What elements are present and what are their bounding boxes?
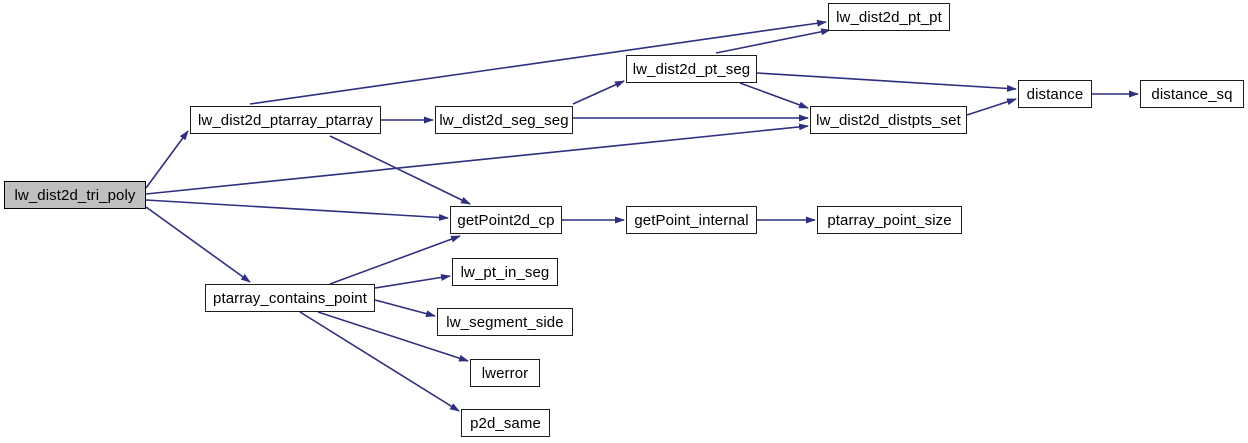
node-label-distance: distance (1026, 85, 1084, 103)
node-lw_dist2d_pt_seg[interactable]: lw_dist2d_pt_seg (626, 55, 757, 83)
node-label-lw_dist2d_pt_seg: lw_dist2d_pt_seg (632, 60, 751, 78)
node-label-lw_dist2d_ptarray_ptarray: lw_dist2d_ptarray_ptarray (197, 111, 374, 129)
edge-ptarray_contains_point-to-getPoint2d_cp (329, 235, 461, 285)
edge-lw_dist2d_pt_seg-to-lw_dist2d_distpts_set (739, 82, 809, 109)
node-label-ptarray_point_size: ptarray_point_size (827, 211, 952, 229)
node-label-lw_dist2d_seg_seg: lw_dist2d_seg_seg (439, 111, 569, 129)
node-label-getPoint_internal: getPoint_internal (634, 211, 749, 229)
edge-ptarray_contains_point-to-lw_pt_in_seg (374, 273, 451, 289)
edge-lw_dist2d_pt_seg-to-lw_dist2d_pt_pt (715, 28, 831, 54)
node-getPoint2d_cp[interactable]: getPoint2d_cp (450, 206, 562, 234)
node-label-ptarray_contains_point: ptarray_contains_point (213, 289, 367, 307)
node-label-lw_pt_in_seg: lw_pt_in_seg (460, 263, 550, 281)
node-lw_dist2d_ptarray_ptarray[interactable]: lw_dist2d_ptarray_ptarray (190, 106, 381, 134)
edge-lw_dist2d_tri_poly-to-lw_dist2d_distpts_set (145, 123, 809, 195)
node-label-p2d_same: p2d_same (470, 414, 541, 432)
node-label-lw_dist2d_tri_poly: lw_dist2d_tri_poly (14, 186, 136, 204)
node-label-distance_sq: distance_sq (1151, 85, 1233, 103)
node-label-getPoint2d_cp: getPoint2d_cp (457, 211, 555, 229)
edge-lw_dist2d_ptarray_ptarray-to-getPoint2d_cp (329, 135, 471, 205)
node-label-lw_segment_side: lw_segment_side (446, 313, 564, 331)
edge-lw_dist2d_tri_poly-to-ptarray_contains_point (145, 206, 251, 283)
node-distance[interactable]: distance (1018, 80, 1092, 108)
edge-ptarray_contains_point-to-p2d_same (299, 311, 460, 412)
node-getPoint_internal[interactable]: getPoint_internal (626, 206, 757, 234)
node-label-lwerror: lwerror (481, 364, 529, 382)
node-label-lw_dist2d_pt_pt: lw_dist2d_pt_pt (836, 8, 942, 26)
node-ptarray_point_size[interactable]: ptarray_point_size (817, 206, 962, 234)
edge-lw_dist2d_seg_seg-to-lw_dist2d_pt_seg (572, 80, 625, 105)
edge-ptarray_contains_point-to-lw_segment_side (374, 299, 436, 318)
node-lwerror[interactable]: lwerror (470, 359, 540, 387)
node-lw_dist2d_seg_seg[interactable]: lw_dist2d_seg_seg (435, 106, 573, 134)
node-ptarray_contains_point[interactable]: ptarray_contains_point (205, 284, 375, 312)
node-p2d_same[interactable]: p2d_same (461, 409, 550, 437)
node-label-lw_dist2d_distpts_set: lw_dist2d_distpts_set (816, 111, 961, 129)
edge-lw_dist2d_pt_seg-to-distance (756, 72, 1017, 92)
edge-lw_dist2d_distpts_set-to-distance (966, 98, 1017, 116)
node-lw_dist2d_pt_pt[interactable]: lw_dist2d_pt_pt (828, 3, 950, 31)
node-lw_pt_in_seg[interactable]: lw_pt_in_seg (452, 258, 558, 286)
node-lw_dist2d_tri_poly[interactable]: lw_dist2d_tri_poly (4, 181, 146, 209)
node-lw_segment_side[interactable]: lw_segment_side (437, 308, 573, 336)
edge-lw_dist2d_tri_poly-to-lw_dist2d_ptarray_ptarray (145, 130, 189, 189)
node-lw_dist2d_distpts_set[interactable]: lw_dist2d_distpts_set (810, 106, 967, 134)
node-distance_sq[interactable]: distance_sq (1140, 80, 1244, 108)
edge-lw_dist2d_tri_poly-to-getPoint2d_cp (145, 199, 449, 221)
